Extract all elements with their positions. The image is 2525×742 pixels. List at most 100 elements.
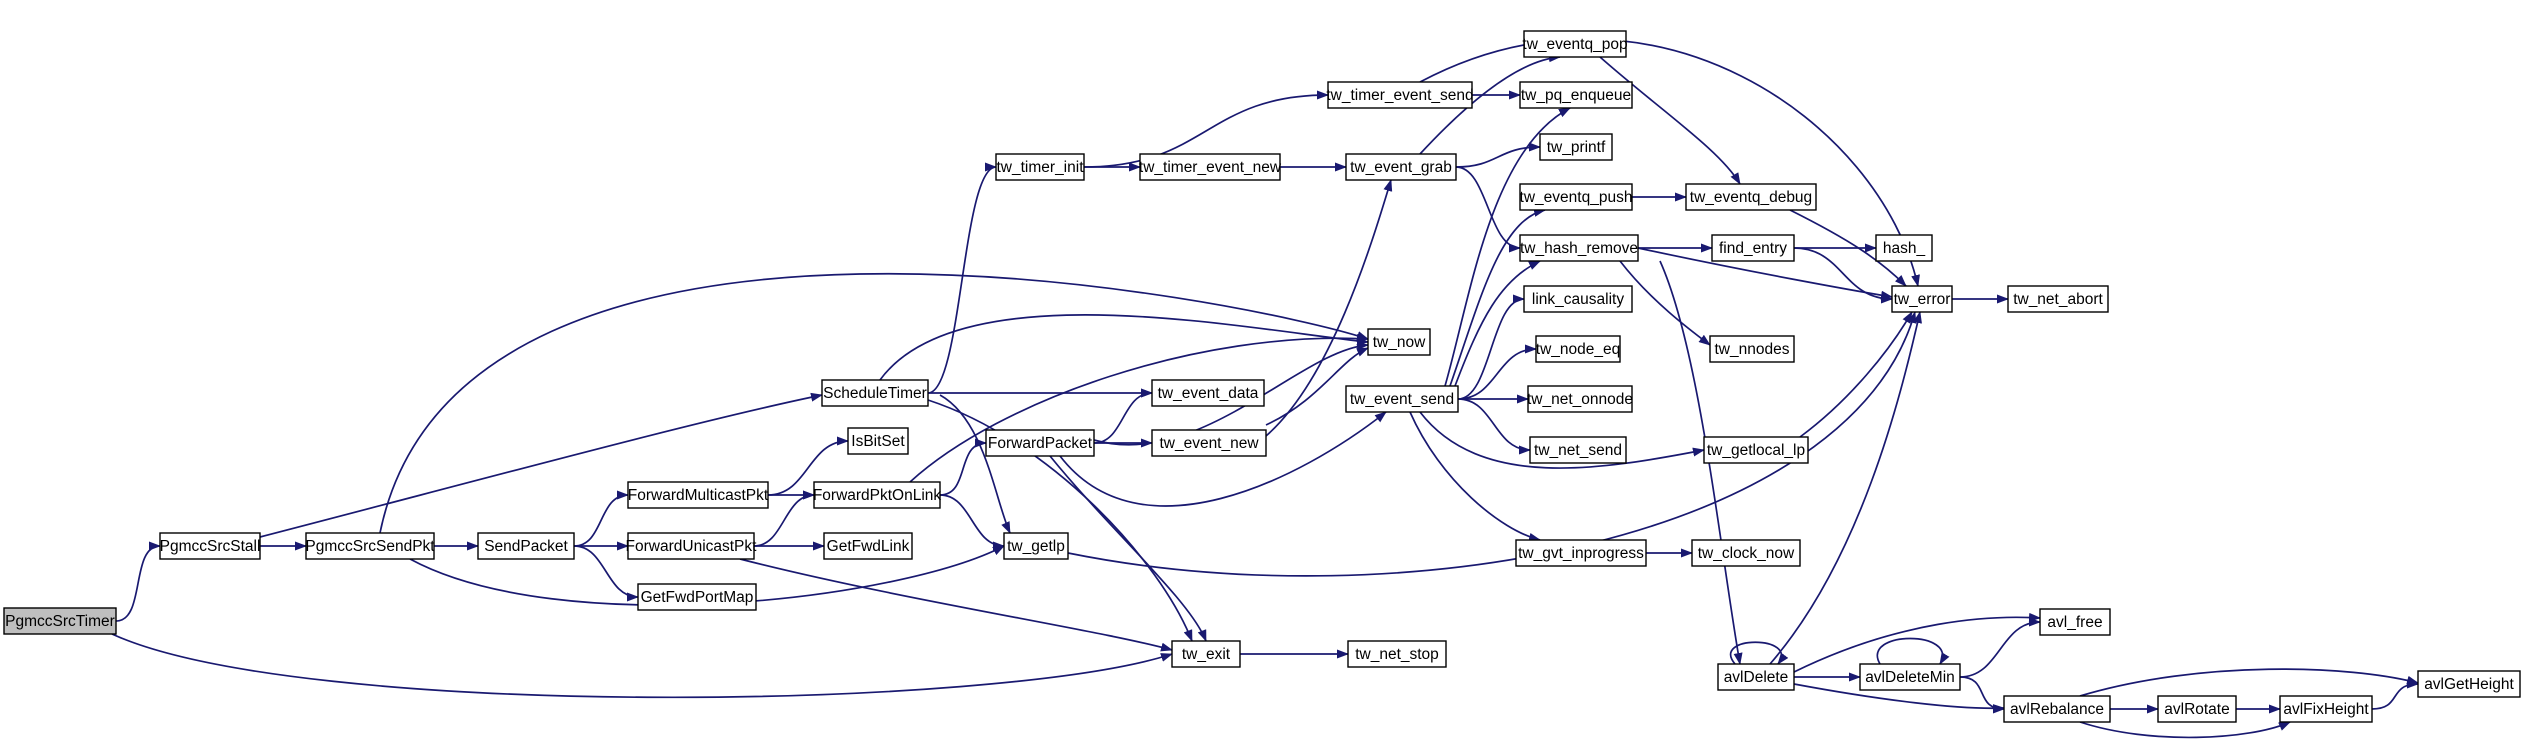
node-box xyxy=(1345,385,1459,413)
node-label: ForwardPktOnLink xyxy=(813,487,942,504)
node-label: SendPacket xyxy=(484,538,568,555)
node-tw_event_grab[interactable]: tw_event_grab xyxy=(1345,153,1457,181)
node-box xyxy=(1875,234,1933,262)
node-label: tw_timer_init xyxy=(997,159,1085,176)
edge-tw_event_send-to-tw_hash_remove xyxy=(1454,260,1541,387)
node-avl_free[interactable]: avl_free xyxy=(2039,608,2111,636)
node-box xyxy=(2417,670,2521,698)
node-label: tw_timer_event_new xyxy=(1139,159,1282,176)
node-box xyxy=(1529,436,1627,464)
node-avlRotate[interactable]: avlRotate xyxy=(2157,695,2237,723)
edge-avlDelete-to-tw_error xyxy=(1769,311,1922,665)
node-tw_now[interactable]: tw_now xyxy=(1367,328,1431,356)
node-PgmccSrcTimer[interactable]: PgmccSrcTimer xyxy=(3,607,117,635)
edge-SendPacket-to-GetFwdPortMap xyxy=(573,545,639,602)
node-ScheduleTimer[interactable]: ScheduleTimer xyxy=(821,379,929,407)
node-box xyxy=(2003,695,2111,723)
node-label: tw_event_new xyxy=(1159,435,1259,452)
node-tw_event_data[interactable]: tw_event_data xyxy=(1151,379,1265,407)
edge-ForwardPktOnLink-to-ForwardPacket xyxy=(939,438,987,496)
node-label: tw_net_stop xyxy=(1355,646,1439,663)
node-tw_event_new[interactable]: tw_event_new xyxy=(1151,429,1267,457)
node-avlDeleteMin[interactable]: avlDeleteMin xyxy=(1859,663,1961,691)
node-tw_timer_init[interactable]: tw_timer_init xyxy=(995,153,1085,181)
node-tw_eventq_pop[interactable]: tw_eventq_pop xyxy=(1522,30,1628,58)
edge-tw_event_grab-to-tw_eventq_pop xyxy=(1419,53,1561,155)
node-avlRebalance[interactable]: avlRebalance xyxy=(2003,695,2111,723)
node-avlFixHeight[interactable]: avlFixHeight xyxy=(2279,695,2373,723)
node-label: link_causality xyxy=(1532,291,1624,308)
node-label: tw_now xyxy=(1373,334,1426,351)
node-link_causality[interactable]: link_causality xyxy=(1523,285,1633,313)
node-tw_clock_now[interactable]: tw_clock_now xyxy=(1691,539,1801,567)
node-PgmccSrcStall[interactable]: PgmccSrcStall xyxy=(159,532,261,560)
node-label: tw_hash_remove xyxy=(1520,240,1638,257)
node-tw_net_send[interactable]: tw_net_send xyxy=(1529,436,1627,464)
node-ForwardPacket[interactable]: ForwardPacket xyxy=(985,429,1095,457)
node-tw_timer_event_new[interactable]: tw_timer_event_new xyxy=(1139,153,1282,181)
node-GetFwdLink[interactable]: GetFwdLink xyxy=(823,532,913,560)
node-label: tw_getlocal_lp xyxy=(1707,442,1805,459)
node-label: tw_pq_enqueue xyxy=(1521,87,1631,104)
node-label: PgmccSrcStall xyxy=(160,538,261,555)
node-box xyxy=(2279,695,2373,723)
node-label: tw_exit xyxy=(1182,646,1231,663)
node-label: tw_node_eq xyxy=(1536,341,1620,358)
node-box xyxy=(2157,695,2237,723)
edges-layer xyxy=(111,38,2419,739)
edge-avlRebalance-to-avlFixHeight xyxy=(2079,721,2291,739)
node-tw_exit[interactable]: tw_exit xyxy=(1171,640,1241,668)
node-box xyxy=(2039,608,2111,636)
edge-tw_getlocal_lp-to-tw_error xyxy=(1799,311,1913,438)
edge-find_entry-to-tw_error xyxy=(1793,247,1893,304)
node-tw_error[interactable]: tw_error xyxy=(1891,285,1953,313)
node-tw_net_onnode[interactable]: tw_net_onnode xyxy=(1527,385,1633,413)
node-tw_eventq_push[interactable]: tw_eventq_push xyxy=(1519,183,1633,211)
node-label: GetFwdPortMap xyxy=(641,589,754,606)
node-IsBitSet[interactable]: IsBitSet xyxy=(847,427,909,455)
node-GetFwdPortMap[interactable]: GetFwdPortMap xyxy=(637,583,757,611)
node-tw_eventq_debug[interactable]: tw_eventq_debug xyxy=(1685,183,1817,211)
node-label: tw_timer_event_send xyxy=(1326,87,1473,104)
node-tw_net_abort[interactable]: tw_net_abort xyxy=(2007,285,2109,313)
node-box xyxy=(995,153,1085,181)
node-hash_[interactable]: hash_ xyxy=(1875,234,1933,262)
edge-ForwardPktOnLink-to-tw_now xyxy=(909,333,1369,483)
node-SendPacket[interactable]: SendPacket xyxy=(477,532,575,560)
node-avlDelete[interactable]: avlDelete xyxy=(1717,663,1795,691)
edge-tw_event_send-to-tw_eventq_push xyxy=(1449,208,1546,387)
node-ForwardPktOnLink[interactable]: ForwardPktOnLink xyxy=(813,481,942,509)
node-tw_event_send[interactable]: tw_event_send xyxy=(1345,385,1459,413)
node-tw_hash_remove[interactable]: tw_hash_remove xyxy=(1519,234,1639,262)
node-ForwardMulticastPkt[interactable]: ForwardMulticastPkt xyxy=(627,481,769,509)
node-avlGetHeight[interactable]: avlGetHeight xyxy=(2417,670,2521,698)
node-box xyxy=(1347,640,1447,668)
edge-ForwardPacket-to-tw_event_data xyxy=(1093,388,1153,444)
node-box xyxy=(1003,532,1069,560)
node-tw_pq_enqueue[interactable]: tw_pq_enqueue xyxy=(1519,81,1633,109)
edge-tw_event_grab-to-tw_printf xyxy=(1455,142,1541,168)
node-tw_gvt_inprogress[interactable]: tw_gvt_inprogress xyxy=(1515,539,1647,567)
node-box xyxy=(159,532,261,560)
node-PgmccSrcSendPkt[interactable]: PgmccSrcSendPkt xyxy=(305,532,435,560)
node-ForwardUnicastPkt[interactable]: ForwardUnicastPkt xyxy=(626,532,758,560)
edge-tw_event_send-to-tw_net_send xyxy=(1457,398,1531,455)
node-box xyxy=(985,429,1095,457)
node-label: avlRebalance xyxy=(2010,701,2104,718)
node-find_entry[interactable]: find_entry xyxy=(1711,234,1795,262)
node-tw_timer_event_send[interactable]: tw_timer_event_send xyxy=(1326,81,1474,109)
node-label: tw_clock_now xyxy=(1698,545,1795,562)
node-tw_nnodes[interactable]: tw_nnodes xyxy=(1709,335,1795,363)
node-label: ScheduleTimer xyxy=(823,385,927,402)
node-tw_getlocal_lp[interactable]: tw_getlocal_lp xyxy=(1703,436,1809,464)
node-tw_printf[interactable]: tw_printf xyxy=(1539,133,1613,161)
node-label: tw_eventq_debug xyxy=(1690,189,1812,206)
node-tw_net_stop[interactable]: tw_net_stop xyxy=(1347,640,1447,668)
node-box xyxy=(1685,183,1817,211)
node-tw_node_eq[interactable]: tw_node_eq xyxy=(1535,335,1621,363)
edge-avlFixHeight-to-avlGetHeight xyxy=(2371,679,2419,710)
node-box xyxy=(1151,379,1265,407)
node-box xyxy=(1519,234,1639,262)
edge-avlRebalance-to-avlGetHeight xyxy=(2079,668,2419,697)
node-tw_getlp[interactable]: tw_getlp xyxy=(1003,532,1069,560)
